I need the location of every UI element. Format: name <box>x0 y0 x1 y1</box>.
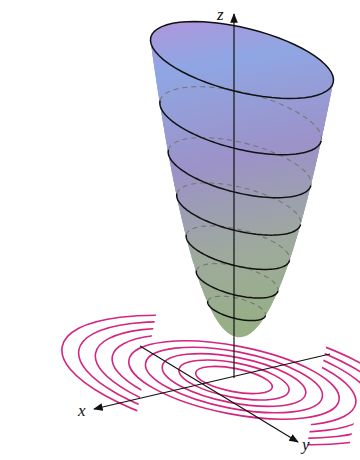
z-axis-line <box>233 336 234 378</box>
coordinate-axes <box>94 336 330 442</box>
trace-back <box>208 296 266 315</box>
z-axis <box>234 14 235 336</box>
level-curve <box>105 317 360 442</box>
trace-back <box>196 264 278 291</box>
trace-back <box>177 183 301 225</box>
level-curve <box>69 300 360 460</box>
trace-front <box>177 194 301 236</box>
top-rim <box>150 22 333 99</box>
surface-slice <box>143 6 341 114</box>
trace-front <box>168 150 311 198</box>
paraboloid-surface <box>143 6 341 338</box>
axis-label-x: x <box>78 402 86 419</box>
level-curve <box>140 335 328 425</box>
x-axis-line <box>94 354 330 409</box>
level-curve <box>51 291 360 460</box>
trace-front <box>196 271 278 298</box>
level-curves <box>51 291 360 460</box>
trace-back <box>160 87 321 141</box>
trace-front <box>186 235 289 270</box>
level-curve <box>122 326 345 434</box>
level-curve <box>87 309 360 452</box>
trace-front <box>160 101 321 155</box>
trace-front <box>208 301 266 320</box>
axis-label-y: y <box>302 436 310 453</box>
y-axis-line <box>140 346 298 442</box>
z-axis-line <box>233 14 234 336</box>
axis-label-z: z <box>217 6 224 23</box>
trace-back <box>168 138 311 186</box>
horizontal-traces <box>150 22 333 321</box>
